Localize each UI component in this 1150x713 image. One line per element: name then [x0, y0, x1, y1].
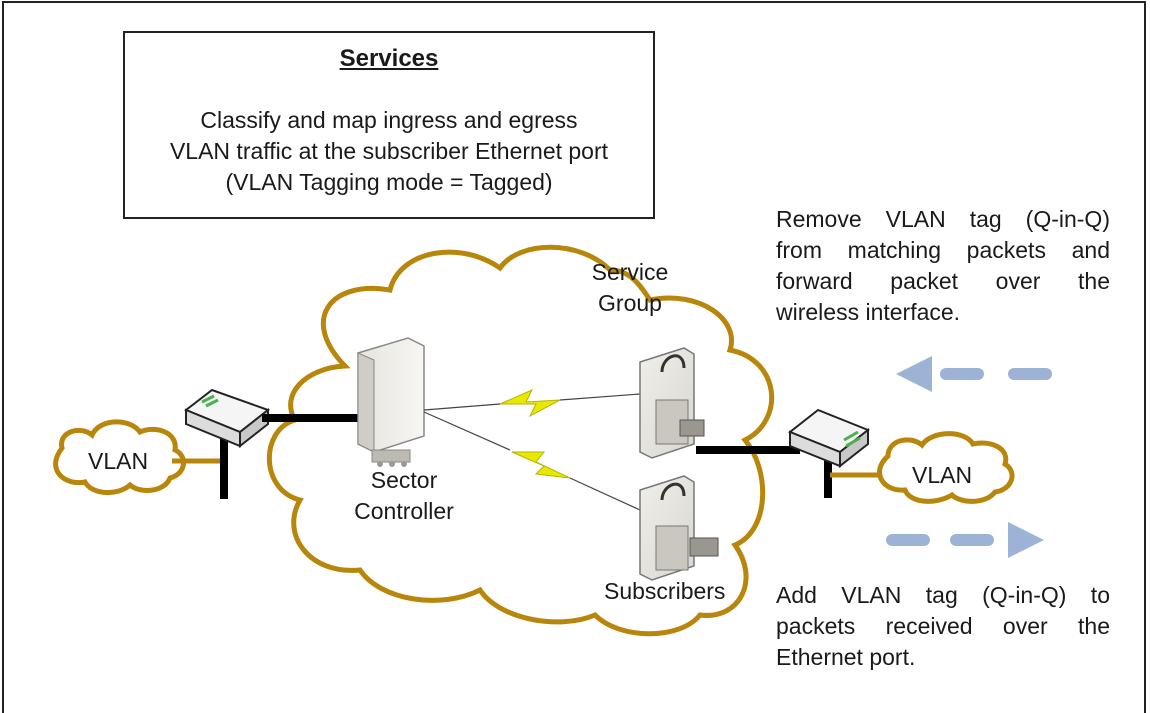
right-switch-icon: [788, 408, 870, 469]
add-tag-note: Add VLAN tag (Q-in-Q) to packets receive…: [776, 580, 1110, 673]
sector-controller-label-line: Sector: [370, 467, 438, 493]
sector-controller-label: Sector Controller: [344, 465, 464, 527]
service-group-label-line: Service: [591, 259, 669, 285]
services-title: Services: [339, 45, 439, 72]
subscriber-unit-2-icon: [639, 475, 719, 581]
services-box: Services Classify and map ingress and eg…: [123, 31, 655, 219]
subscribers-label: Subscribers: [604, 578, 726, 604]
remove-tag-note-line: from matching packets and: [776, 237, 1110, 263]
subscriber-unit-1-icon: [639, 347, 705, 459]
add-tag-note-line: packets received over the: [776, 613, 1110, 639]
remove-tag-note-line: Remove VLAN tag (Q-in-Q): [776, 206, 1110, 232]
vlan-left-label: VLAN: [88, 448, 149, 474]
vlan-right-label: VLAN: [912, 462, 973, 488]
vlan-cloud-right: [877, 431, 1015, 504]
sector-controller-icon: [357, 337, 425, 467]
services-line: VLAN traffic at the subscriber Ethernet …: [169, 138, 609, 164]
left-switch-icon: [184, 388, 271, 449]
wireless-link-top: [423, 388, 641, 418]
arrow-right-dashed: [886, 522, 1044, 558]
add-tag-note-line: Add VLAN tag (Q-in-Q) to: [776, 582, 1110, 608]
services-line: (VLAN Tagging mode = Tagged): [225, 169, 553, 195]
remove-tag-note: Remove VLAN tag (Q-in-Q) from matching p…: [776, 204, 1110, 328]
add-tag-note-line: Ethernet port.: [776, 644, 916, 670]
services-description: Classify and map ingress and egress VLAN…: [125, 105, 653, 198]
services-line: Classify and map ingress and egress: [200, 107, 578, 133]
arrow-left-dashed: [896, 356, 1052, 392]
service-group-label: Service Group: [590, 257, 670, 319]
service-group-label-line: Group: [598, 290, 662, 316]
remove-tag-note-line: wireless interface.: [776, 299, 961, 325]
remove-tag-note-line: forward packet over the: [776, 268, 1110, 294]
vlan-cloud-left: [53, 419, 186, 495]
wireless-link-bottom: [423, 411, 641, 511]
sector-controller-label-line: Controller: [354, 498, 454, 524]
